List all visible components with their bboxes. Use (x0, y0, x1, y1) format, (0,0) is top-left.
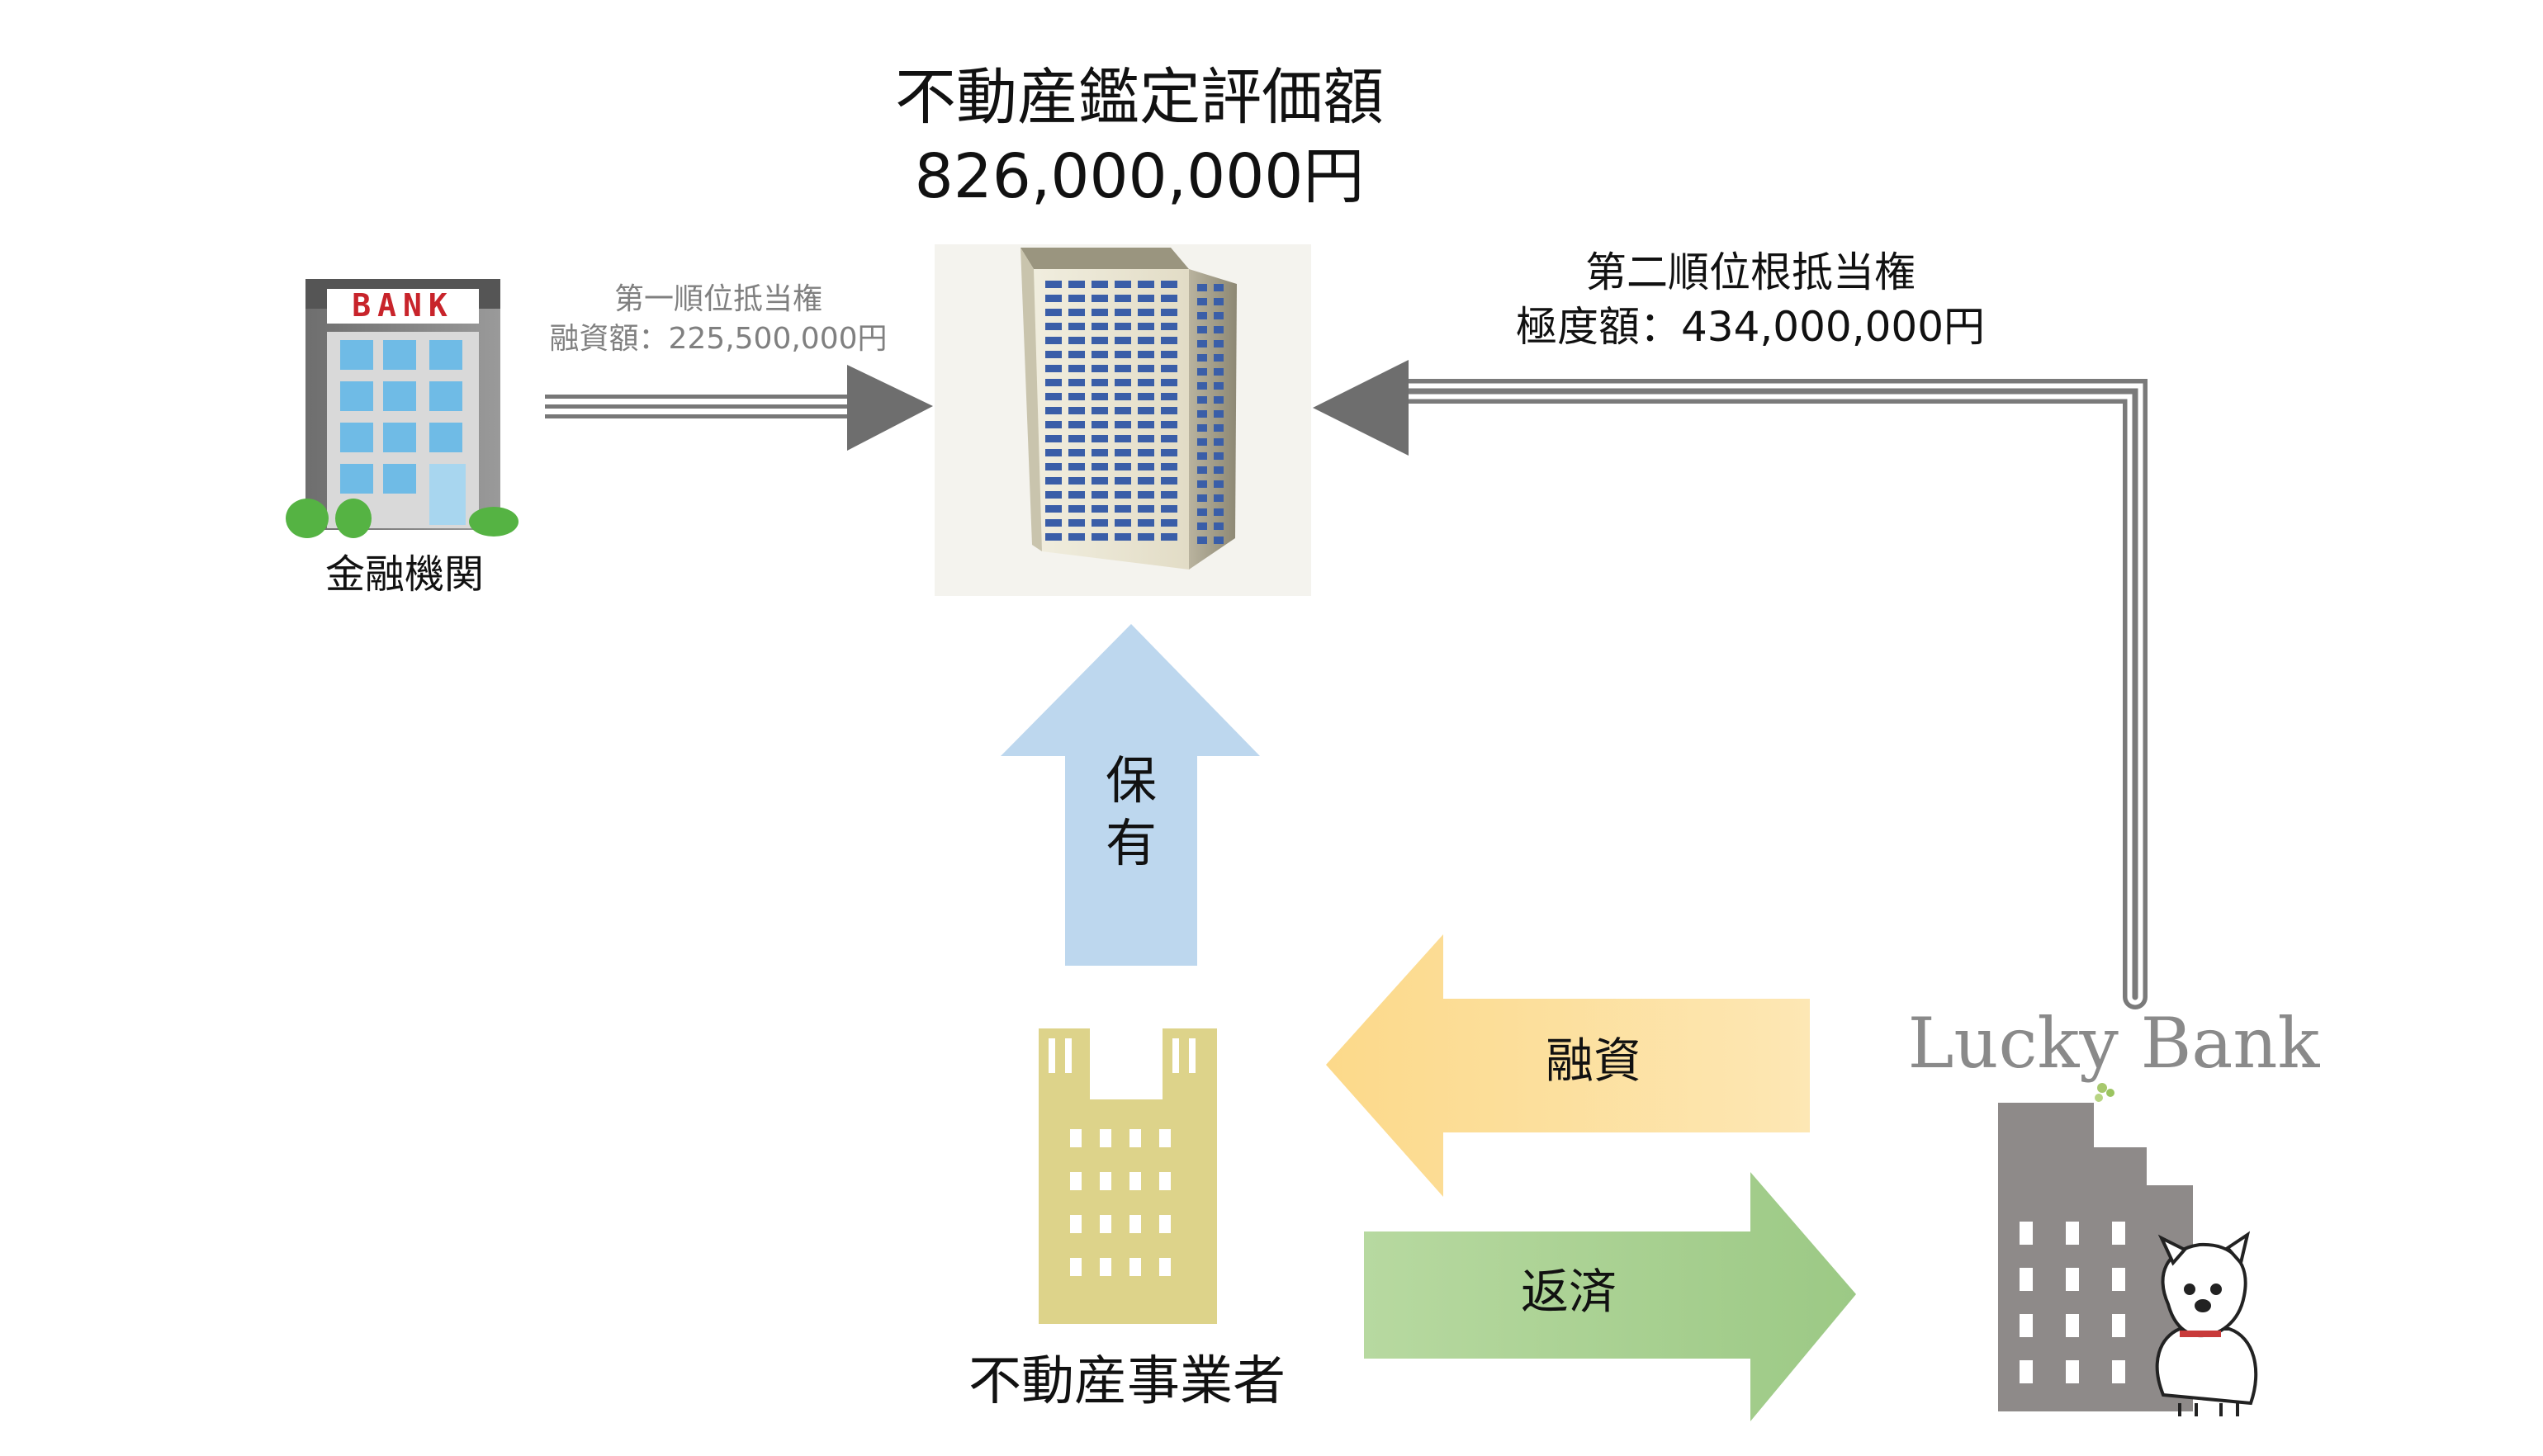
appraisal-title: 不動産鑑定評価額 (895, 62, 1384, 133)
first-lien-amount: 融資額：225,500,000円 (549, 322, 888, 356)
owns-arrow (1001, 624, 1260, 966)
loan-arrow-label: 融資 (1545, 1033, 1641, 1089)
appraisal-amount: 826,000,000円 (914, 141, 1365, 212)
repay-arrow (1364, 1172, 1856, 1421)
bank-sign: BANK (352, 287, 454, 324)
dog-mascot-icon (2155, 1231, 2258, 1416)
lucky-bank-logo-mark (2095, 1083, 2114, 1102)
first-lien-arrow (545, 365, 933, 451)
second-lien-arrow (1391, 379, 2148, 1009)
lucky-bank-building-icon (1998, 1103, 2193, 1411)
second-lien-title: 第二順位根抵当権 (1585, 248, 1916, 296)
bank-building-icon (286, 279, 519, 538)
first-lien-title: 第一順位抵当権 (613, 282, 822, 316)
lucky-bank-logo: Lucky Bank (1899, 1004, 2328, 1083)
repay-arrow-label: 返済 (1520, 1264, 1617, 1320)
lucky-bank-logo-text: Lucky Bank (1907, 1003, 2320, 1084)
developer-label: 不動産事業者 (968, 1351, 1286, 1412)
developer-building-icon (1039, 1028, 1217, 1324)
second-lien-arrowhead (1313, 360, 1409, 456)
owns-arrow-label: 保有 (1105, 750, 1157, 873)
second-lien-amount: 極度額：434,000,000円 (1515, 303, 1986, 351)
loan-arrow (1326, 934, 1810, 1197)
bank-label: 金融機関 (324, 551, 484, 598)
tower-windows (1045, 281, 1224, 544)
